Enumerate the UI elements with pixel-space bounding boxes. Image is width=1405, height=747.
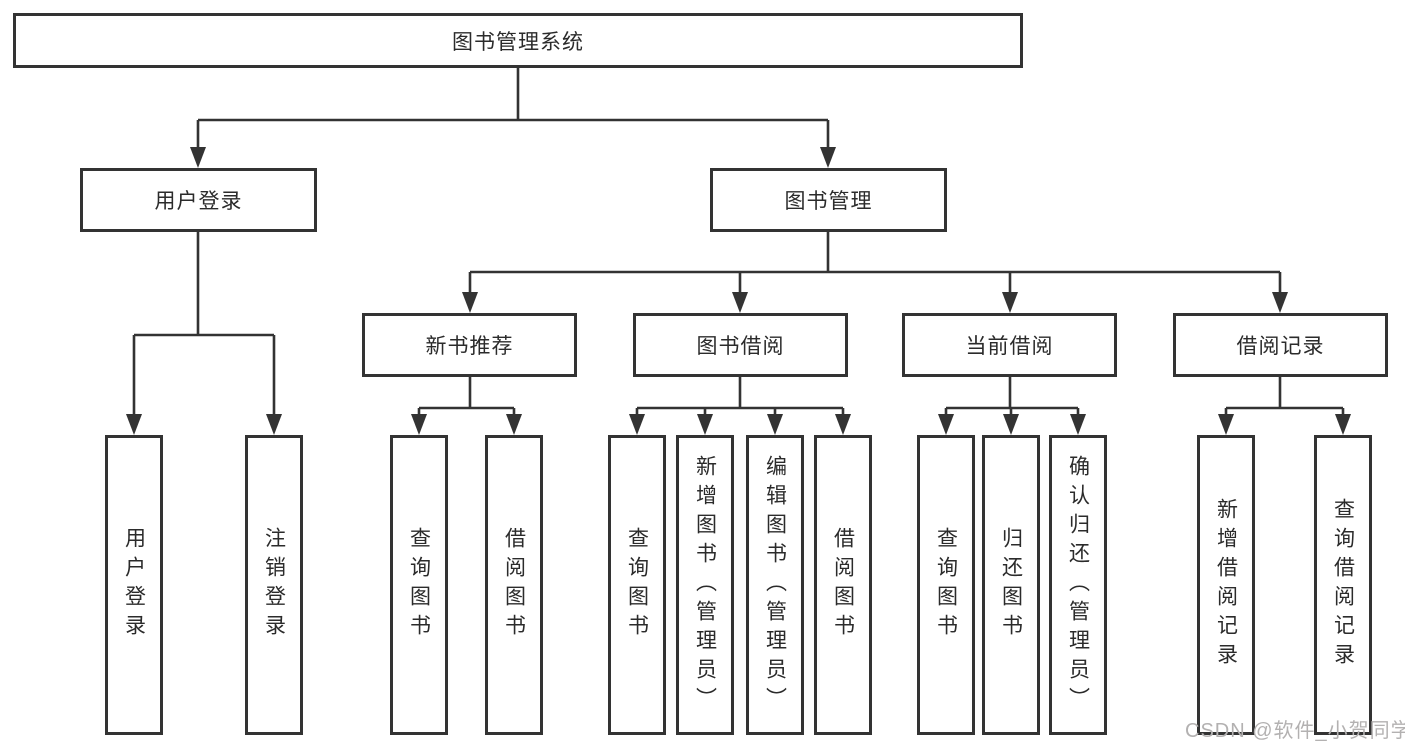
leaf-label: 查询图书 bbox=[934, 527, 958, 643]
node-new-book-recommend: 新书推荐 bbox=[362, 313, 577, 377]
leaf-query-books: 查询图书 bbox=[917, 435, 975, 735]
leaf-label: 新增图书（管理员） bbox=[693, 454, 717, 716]
leaf-label: 注销登录 bbox=[262, 527, 286, 643]
node-user-login: 用户登录 bbox=[80, 168, 317, 232]
node-root-system: 图书管理系统 bbox=[13, 13, 1023, 68]
leaf-borrow-books: 借阅图书 bbox=[814, 435, 872, 735]
arrowheads bbox=[126, 147, 1351, 435]
tree-edges bbox=[132, 68, 1345, 415]
leaf-confirm-return-admin: 确认归还（管理员） bbox=[1049, 435, 1107, 735]
leaf-add-book-admin: 新增图书（管理员） bbox=[676, 435, 734, 735]
leaf-add-borrow-record: 新增借阅记录 bbox=[1197, 435, 1255, 735]
node-root-label: 图书管理系统 bbox=[452, 30, 584, 54]
leaf-label: 用户登录 bbox=[122, 527, 146, 643]
leaf-label: 查询借阅记录 bbox=[1331, 498, 1355, 672]
node-label: 图书借阅 bbox=[696, 335, 785, 358]
leaf-label: 借阅图书 bbox=[831, 527, 855, 643]
node-label: 图书管理 bbox=[784, 190, 873, 213]
node-book-management: 图书管理 bbox=[710, 168, 947, 232]
leaf-label: 查询图书 bbox=[625, 527, 649, 643]
node-borrow-records: 借阅记录 bbox=[1173, 313, 1388, 377]
node-label: 借阅记录 bbox=[1236, 335, 1325, 358]
leaf-label: 归还图书 bbox=[999, 527, 1023, 643]
leaf-query-borrow-record: 查询借阅记录 bbox=[1314, 435, 1372, 735]
leaf-label: 借阅图书 bbox=[502, 527, 526, 643]
node-label: 用户登录 bbox=[154, 190, 243, 213]
csdn-watermark: CSDN @软件_小贺同学 bbox=[1185, 720, 1405, 742]
leaf-user-login: 用户登录 bbox=[105, 435, 163, 735]
leaf-label: 新增借阅记录 bbox=[1214, 498, 1238, 672]
leaf-label: 确认归还（管理员） bbox=[1066, 454, 1090, 716]
node-label: 新书推荐 bbox=[425, 335, 514, 358]
leaf-logout: 注销登录 bbox=[245, 435, 303, 735]
node-current-borrow: 当前借阅 bbox=[902, 313, 1117, 377]
leaf-query-books: 查询图书 bbox=[608, 435, 666, 735]
leaf-label: 查询图书 bbox=[407, 527, 431, 643]
node-label: 当前借阅 bbox=[965, 335, 1054, 358]
leaf-label: 编辑图书（管理员） bbox=[763, 454, 787, 716]
leaf-borrow-books: 借阅图书 bbox=[485, 435, 543, 735]
leaf-return-books: 归还图书 bbox=[982, 435, 1040, 735]
node-book-borrow: 图书借阅 bbox=[633, 313, 848, 377]
leaf-edit-book-admin: 编辑图书（管理员） bbox=[746, 435, 804, 735]
leaf-query-books: 查询图书 bbox=[390, 435, 448, 735]
